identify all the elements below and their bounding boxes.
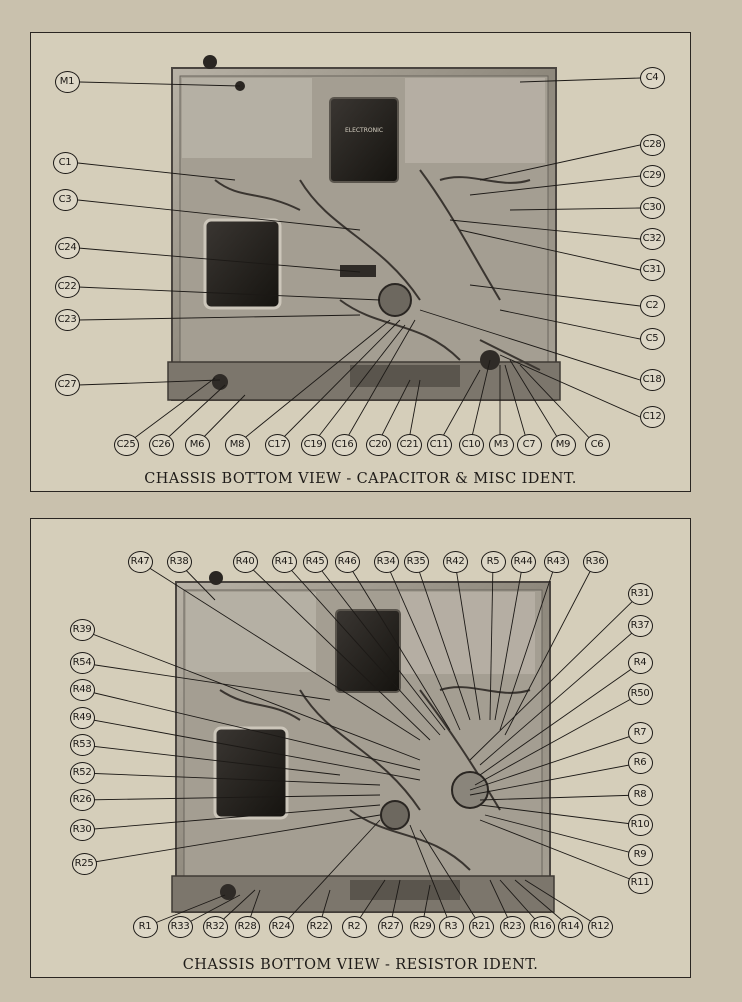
top-power-transformer (203, 218, 282, 310)
resistor-panel-title: CHASSIS BOTTOM VIEW - RESISTOR IDENT. (182, 957, 539, 973)
top-leader-lines (77, 77, 641, 446)
bottom-leader-lines (81, 561, 641, 928)
top-chassis-photo: ELECTRONIC (167, 55, 561, 401)
top-output-transformer (329, 97, 399, 183)
bottom-chassis-photo (171, 571, 555, 913)
transformer-label: ELECTRONIC (345, 127, 383, 134)
capacitor-panel-title: CHASSIS BOTTOM VIEW - CAPACITOR & MISC I… (144, 471, 577, 487)
bottom-power-transformer (213, 726, 289, 820)
bottom-output-transformer (335, 609, 401, 693)
